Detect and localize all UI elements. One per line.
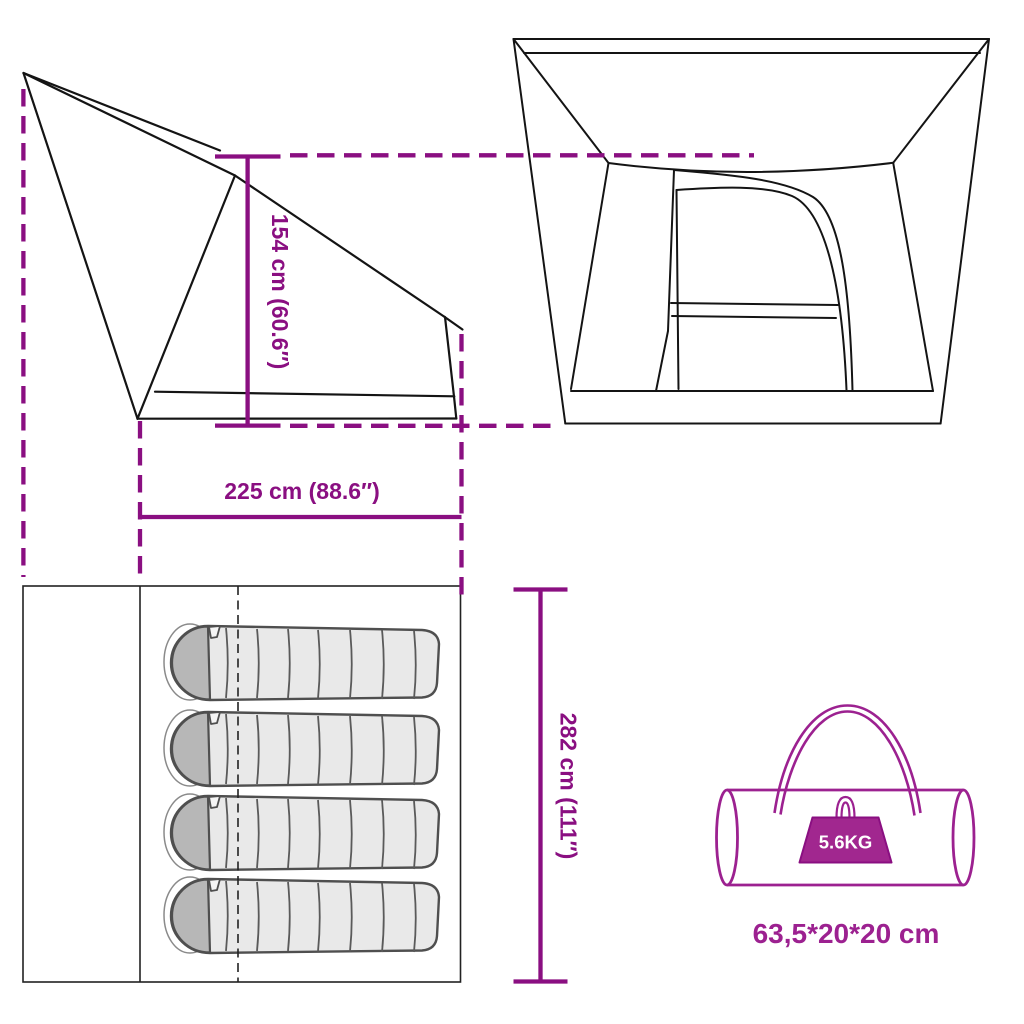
svg-text:282 cm (111″): 282 cm (111″): [556, 713, 582, 860]
svg-text:154 cm (60.6″): 154 cm (60.6″): [267, 214, 293, 370]
svg-text:5.6KG: 5.6KG: [819, 832, 872, 853]
svg-text:63,5*20*20 cm: 63,5*20*20 cm: [753, 918, 940, 949]
svg-text:225 cm (88.6″): 225 cm (88.6″): [224, 478, 380, 504]
